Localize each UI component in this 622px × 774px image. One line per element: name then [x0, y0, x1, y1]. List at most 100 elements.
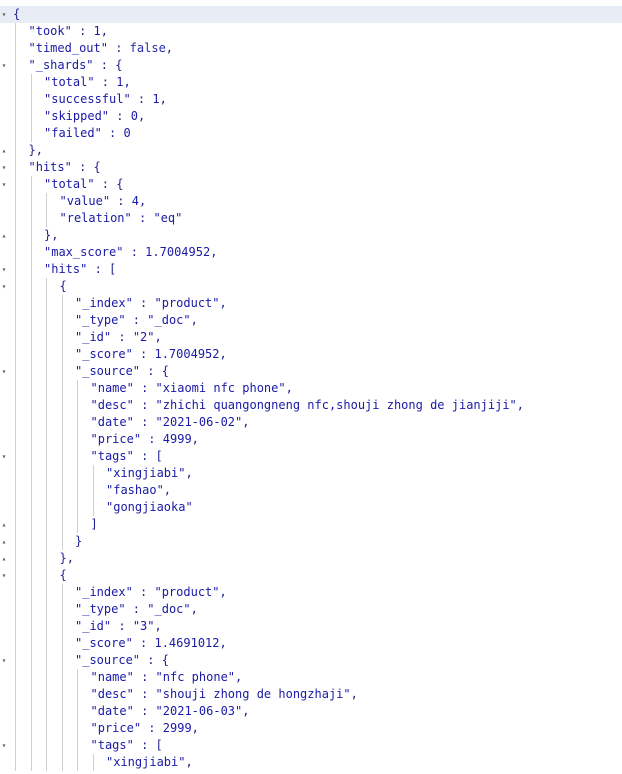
code-line: "price" : 4999,	[0, 431, 622, 448]
code-line: "max_score" : 1.7004952,	[0, 244, 622, 261]
code-line: "price" : 2999,	[0, 720, 622, 737]
code-text: "desc" : "zhichi quangongneng nfc,shouji…	[90, 398, 525, 412]
code-line: "gongjiaoka"	[0, 499, 622, 516]
code-text: },	[59, 551, 74, 565]
indent-guide	[77, 380, 78, 533]
code-text: "value" : 4,	[59, 194, 147, 208]
code-text: "_score" : 1.7004952,	[75, 347, 227, 361]
code-text: "tags" : [	[90, 449, 163, 463]
code-line: ▾ "_source" : {	[0, 363, 622, 380]
code-line: "total" : 1,	[0, 74, 622, 91]
code-line: ▴}	[0, 533, 622, 550]
indent-guide	[15, 23, 16, 771]
code-text: "total" : 1,	[44, 75, 131, 89]
code-text: "_index" : "product",	[75, 585, 227, 599]
indent-guide	[30, 176, 32, 771]
code-text: "relation" : "eq"	[59, 211, 183, 225]
indent-guide	[92, 465, 94, 516]
code-line: "_id" : "3",	[0, 618, 622, 635]
code-line: "took" : 1,	[0, 23, 622, 40]
caret-down-icon[interactable]: ▾	[1, 61, 7, 70]
caret-down-icon[interactable]: ▾	[1, 180, 7, 189]
code-text: "gongjiaoka"	[106, 500, 193, 514]
code-text: "_source" : {	[75, 364, 169, 378]
indent-guide	[61, 295, 63, 550]
code-text: "tags" : [	[90, 738, 163, 752]
code-line: ▾{	[0, 6, 622, 23]
code-text: "price" : 2999,	[90, 721, 199, 735]
caret-down-icon[interactable]: ▾	[1, 163, 7, 172]
caret-up-icon[interactable]: ▴	[1, 554, 7, 563]
code-line: "skipped" : 0,	[0, 108, 622, 125]
code-text: "_score" : 1.4691012,	[75, 636, 227, 650]
code-text: }	[75, 534, 83, 548]
caret-down-icon[interactable]: ▾	[1, 265, 7, 274]
code-line: "_id" : "2",	[0, 329, 622, 346]
code-text: "name" : "nfc phone",	[90, 670, 243, 684]
caret-up-icon[interactable]: ▴	[1, 520, 7, 529]
code-text: "_id" : "2",	[75, 330, 162, 344]
code-text: {	[59, 568, 67, 582]
code-line: "relation" : "eq"	[0, 210, 622, 227]
code-line: ▾ "tags" : [	[0, 737, 622, 754]
code-text: "hits" : {	[28, 160, 101, 174]
indent-guide	[92, 754, 94, 771]
code-line: "_index" : "product",	[0, 584, 622, 601]
code-line: "value" : 4,	[0, 193, 622, 210]
code-text: "_type" : "_doc",	[75, 313, 198, 327]
caret-down-icon[interactable]: ▾	[1, 452, 7, 461]
code-text: },	[44, 228, 59, 242]
code-text: "failed" : 0	[44, 126, 131, 140]
caret-down-icon[interactable]: ▾	[1, 367, 7, 376]
code-text: "name" : "xiaomi nfc phone",	[90, 381, 293, 395]
code-line: ▾ "hits" : {	[0, 159, 622, 176]
code-line: ▴},	[0, 550, 622, 567]
code-line: "date" : "2021-06-02",	[0, 414, 622, 431]
code-text: {	[13, 7, 21, 21]
caret-down-icon[interactable]: ▾	[1, 10, 7, 19]
code-text: {	[59, 279, 67, 293]
code-line: "_type" : "_doc",	[0, 312, 622, 329]
code-text: "hits" : [	[44, 262, 117, 276]
code-text: "took" : 1,	[28, 24, 109, 38]
code-line: "desc" : "shouji zhong de hongzhaji",	[0, 686, 622, 703]
caret-down-icon[interactable]: ▾	[1, 656, 7, 665]
code-text: "total" : {	[44, 177, 124, 191]
code-line: ▾ "_shards" : {	[0, 57, 622, 74]
code-line: "_score" : 1.7004952,	[0, 346, 622, 363]
caret-down-icon[interactable]: ▾	[1, 741, 7, 750]
code-text: "_shards" : {	[28, 58, 123, 72]
code-text: "fashao",	[106, 483, 172, 497]
code-line: ▾ "tags" : [	[0, 448, 622, 465]
code-text: "max_score" : 1.7004952,	[44, 245, 218, 259]
code-text: "_type" : "_doc",	[75, 602, 198, 616]
code-text: "_source" : {	[75, 653, 169, 667]
code-line: ▾{	[0, 567, 622, 584]
caret-down-icon[interactable]: ▾	[1, 571, 7, 580]
caret-up-icon[interactable]: ▴	[1, 146, 7, 155]
code-line: "name" : "nfc phone",	[0, 669, 622, 686]
code-text: "_index" : "product",	[75, 296, 227, 310]
caret-up-icon[interactable]: ▴	[1, 231, 7, 240]
code-line: "successful" : 1,	[0, 91, 622, 108]
code-line: ▴},	[0, 227, 622, 244]
indent-guide	[61, 584, 63, 771]
indent-guide	[46, 278, 47, 771]
code-text: "timed_out" : false,	[28, 41, 174, 55]
indent-guide	[46, 193, 47, 227]
code-text: "successful" : 1,	[44, 92, 167, 106]
code-text: "_id" : "3",	[75, 619, 162, 633]
code-line: ▴},	[0, 142, 622, 159]
code-text: "date" : "2021-06-02",	[90, 415, 250, 429]
caret-up-icon[interactable]: ▴	[1, 537, 7, 546]
code-text: "xingjiabi",	[106, 466, 193, 480]
caret-down-icon[interactable]: ▾	[1, 282, 7, 291]
code-text: },	[28, 143, 43, 157]
code-line: "name" : "xiaomi nfc phone",	[0, 380, 622, 397]
code-text: "skipped" : 0,	[44, 109, 146, 123]
code-line: "xingjiabi",	[0, 465, 622, 482]
code-line: "date" : "2021-06-03",	[0, 703, 622, 720]
code-line: ▾ "hits" : [	[0, 261, 622, 278]
indent-guide	[77, 669, 78, 771]
